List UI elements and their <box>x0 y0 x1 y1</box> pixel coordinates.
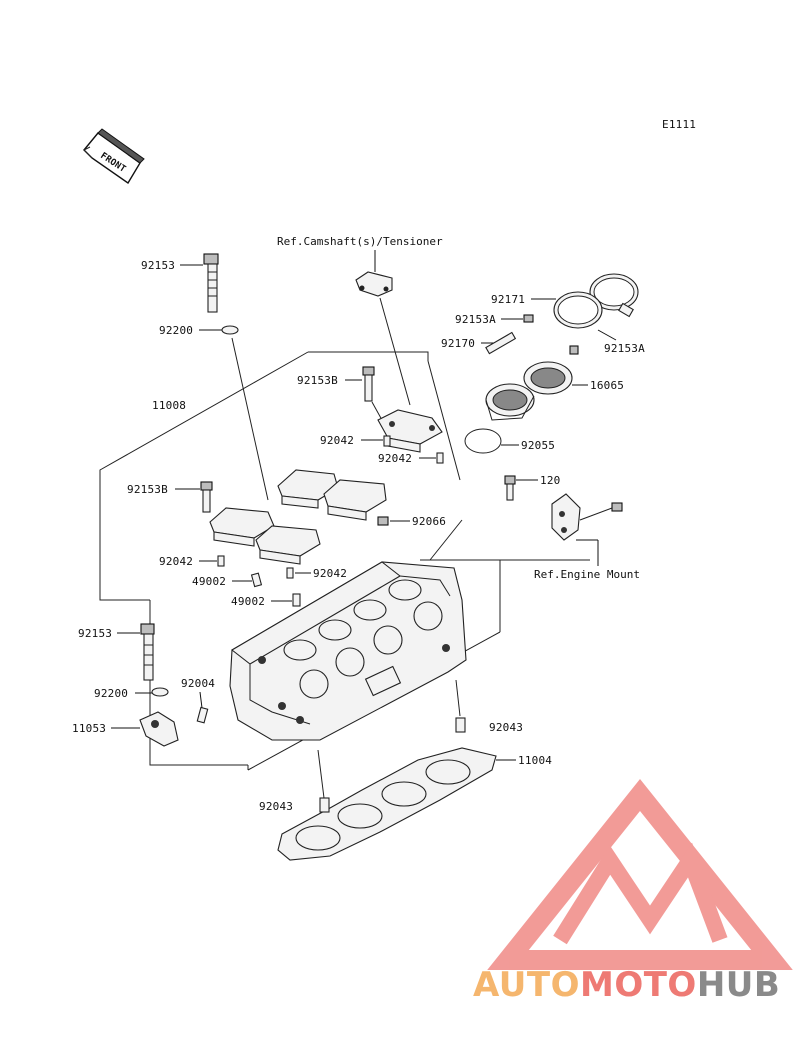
front-indicator: FRONT <box>83 128 145 185</box>
label-49002-b: 49002 <box>231 595 265 608</box>
automotohub-logo <box>487 778 793 970</box>
bracket-11053 <box>139 711 179 747</box>
label-92171: 92171 <box>491 293 525 306</box>
dowel-92043-bottom <box>319 797 330 813</box>
watermark-hub: HUB <box>697 965 780 1005</box>
camshaft-tensioner-bracket <box>355 271 393 297</box>
label-92004: 92004 <box>181 677 215 690</box>
label-120: 120 <box>540 474 560 487</box>
label-92043-bottom: 92043 <box>259 800 293 813</box>
ref-camshaft-label: Ref.Camshaft(s)/Tensioner <box>277 235 443 248</box>
dowel-pin-b <box>436 452 444 464</box>
label-92153A-b: 92153A <box>604 342 645 355</box>
camshaft-caps-row <box>209 469 387 565</box>
label-92170: 92170 <box>441 337 475 350</box>
pin-49002-b <box>292 593 301 607</box>
label-92200-top: 92200 <box>159 324 193 337</box>
watermark-moto: MOTO <box>580 965 697 1005</box>
head-gasket <box>277 747 497 861</box>
label-92153-top: 92153 <box>141 259 175 272</box>
label-92066: 92066 <box>412 515 446 528</box>
label-92055: 92055 <box>521 439 555 452</box>
ref-engine-mount-label: Ref.Engine Mount <box>534 568 640 581</box>
label-11008: 11008 <box>152 399 186 412</box>
label-92042-d: 92042 <box>313 567 347 580</box>
label-92153B-top: 92153B <box>297 374 338 387</box>
bolt-120 <box>504 475 516 501</box>
cylinder-head-bolt-top <box>203 253 219 313</box>
bolt-92153B-left <box>200 481 213 513</box>
dowel-pin-a <box>383 435 391 447</box>
throttle-holders-16065 <box>485 345 579 421</box>
label-92043-right: 92043 <box>489 721 523 734</box>
label-49002-a: 49002 <box>192 575 226 588</box>
label-92153A-a: 92153A <box>455 313 496 326</box>
label-92153B-left: 92153B <box>127 483 168 496</box>
label-92042-b: 92042 <box>378 452 412 465</box>
label-92042-c: 92042 <box>159 555 193 568</box>
dowel-pin-d <box>286 567 294 579</box>
engine-mount-bracket <box>551 493 623 541</box>
washer-left <box>151 687 169 697</box>
dowel-pin-c <box>217 555 225 567</box>
cylinder-head <box>229 561 467 741</box>
label-92153-left: 92153 <box>78 627 112 640</box>
bolt-92153A-a <box>523 314 534 323</box>
label-11004: 11004 <box>518 754 552 767</box>
page-code: E1111 <box>662 118 696 131</box>
stud-92004 <box>196 706 209 724</box>
clamp-92171 <box>553 273 639 329</box>
label-11053: 11053 <box>72 722 106 735</box>
washer-top <box>221 325 239 335</box>
watermark-brand: AUTOMOTOHUB <box>473 965 780 1005</box>
pin-49002-a <box>250 572 263 588</box>
bolt-92153B-top <box>362 366 375 402</box>
dowel-92043-right <box>455 717 466 733</box>
o-ring-92055 <box>464 428 502 454</box>
label-16065: 16065 <box>590 379 624 392</box>
watermark-auto: AUTO <box>473 965 580 1005</box>
label-92042-a: 92042 <box>320 434 354 447</box>
cylinder-head-bolt-left <box>140 623 155 681</box>
label-92200-left: 92200 <box>94 687 128 700</box>
clamp-92170 <box>485 331 517 355</box>
plug-92066 <box>377 516 389 526</box>
